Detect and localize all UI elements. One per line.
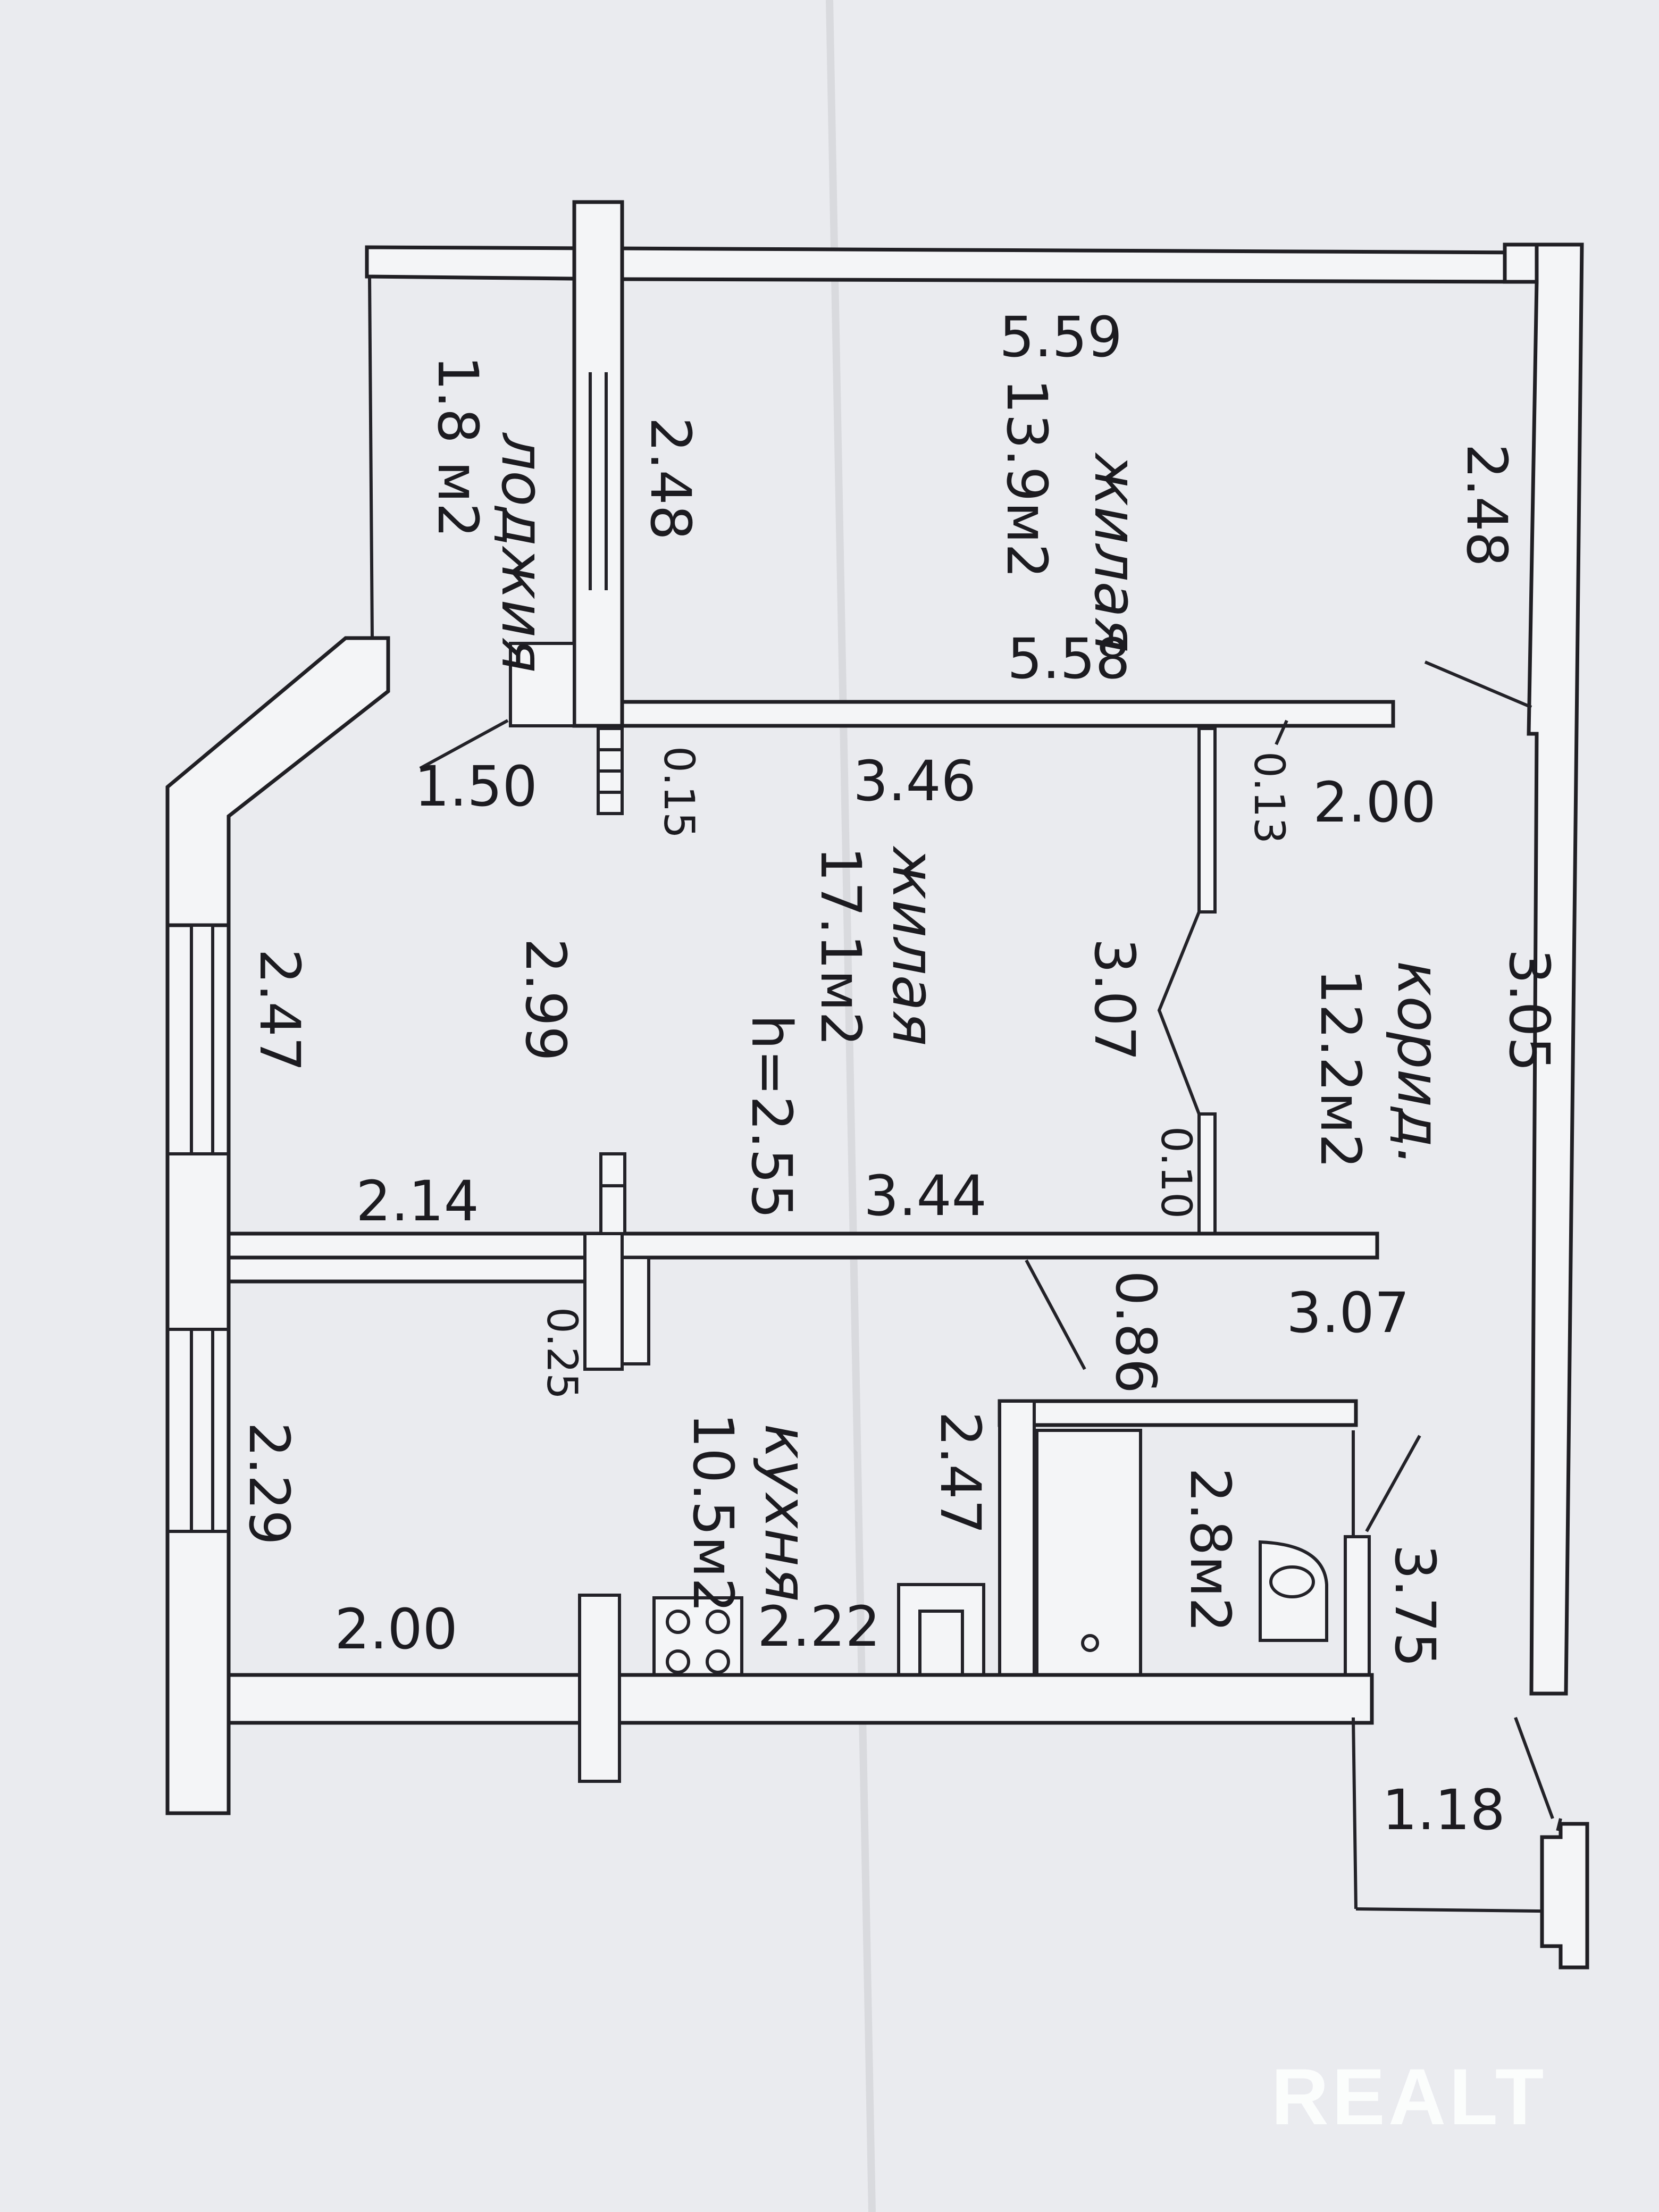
living-mid-name: жилая [879, 845, 948, 1046]
partition-kitchen-inner [227, 1255, 592, 1284]
living-mid-area: 17.1м2 [808, 847, 873, 1046]
leader-248 [1424, 660, 1532, 709]
dim-013: 0.13 [1245, 751, 1293, 844]
kitchen-vent [599, 1152, 626, 1235]
bath-top-wall [998, 1399, 1358, 1427]
dim-559: 5.59 [999, 305, 1122, 370]
leader-118 [1514, 1716, 1554, 1820]
dim-346: 3.46 [853, 749, 976, 814]
dim-150: 1.50 [414, 754, 538, 819]
dim-307-mid: 3.07 [1082, 938, 1147, 1061]
leader-086 [1025, 1259, 1086, 1370]
dim-247-kitchen: 2.47 [928, 1411, 993, 1535]
dim-222: 2.22 [757, 1594, 881, 1659]
entry-jamb [1540, 1822, 1589, 1970]
dim-015: 0.15 [655, 746, 702, 839]
bottom-column [578, 1594, 621, 1783]
kitchen-name: кухня [752, 1424, 820, 1602]
dim-248-loggia: 2.48 [638, 417, 703, 540]
bay-wall [165, 636, 390, 927]
dim-214: 2.14 [356, 1169, 479, 1234]
living-mid-height: h=2.55 [739, 1015, 804, 1219]
dim-010: 0.10 [1152, 1126, 1200, 1219]
partition-living-rooms [620, 700, 1395, 728]
burner-1 [666, 1610, 690, 1634]
stove [652, 1596, 743, 1687]
watermark-logo: REALT [1271, 2052, 1547, 2141]
window-1 [190, 924, 214, 1155]
corridor-wall-upper [1197, 727, 1217, 914]
corridor-door-swing [1157, 911, 1201, 1115]
burner-4 [706, 1649, 730, 1674]
dim-558: 5.58 [1007, 626, 1130, 691]
window-2 [190, 1328, 214, 1533]
top-wall [365, 245, 1539, 284]
kitchen-column-b [621, 1256, 650, 1365]
burner-3 [666, 1649, 690, 1674]
bath-area: 2.8м2 [1178, 1468, 1243, 1632]
partition-kitchen [227, 1231, 1379, 1260]
loggia-area: 1.8 м2 [425, 355, 490, 538]
right-corner [1503, 242, 1539, 284]
dim-086: 0.86 [1103, 1270, 1168, 1394]
right-exterior-wall [1527, 242, 1584, 1696]
entry-wall-left [1352, 1717, 1358, 1909]
dim-118: 1.18 [1382, 1778, 1505, 1842]
dim-025: 0.25 [538, 1307, 585, 1400]
dim-299: 2.99 [513, 938, 578, 1061]
bath-left-wall [998, 1400, 1036, 1690]
living-top-name: жилая [1082, 452, 1150, 652]
corridor-wall-lower [1197, 1112, 1217, 1235]
dim-200-kitchen: 2.00 [334, 1597, 458, 1662]
bottom-wall [227, 1673, 1374, 1725]
loggia-column [572, 200, 624, 728]
dim-305: 3.05 [1497, 949, 1562, 1072]
dim-375: 3.75 [1382, 1544, 1447, 1668]
corridor-name: корид. [1385, 961, 1453, 1166]
bathtub-drain [1081, 1634, 1099, 1652]
kitchen-column [583, 1232, 624, 1371]
dim-200-corridor: 2.00 [1313, 770, 1436, 835]
dim-229: 2.29 [237, 1422, 301, 1545]
dim-307-right: 3.07 [1286, 1280, 1410, 1345]
leader-150 [419, 719, 509, 770]
living-top-area: 13.9м2 [994, 379, 1059, 579]
kitchen-area: 10.5м2 [681, 1413, 745, 1613]
paper-fold [826, 0, 876, 2212]
loggia-left-wall [368, 276, 374, 639]
dim-247-left: 2.47 [247, 949, 312, 1072]
dim-344: 3.44 [864, 1163, 987, 1228]
leader-013 [1275, 719, 1288, 745]
leader-375 [1365, 1435, 1421, 1532]
burner-2 [706, 1610, 730, 1634]
toilet-bowl [1269, 1565, 1315, 1598]
loggia-name: лоджия [489, 432, 557, 673]
column-block [509, 642, 576, 727]
dim-248-right: 2.48 [1454, 443, 1519, 567]
corridor-area: 12.2м2 [1308, 969, 1373, 1169]
